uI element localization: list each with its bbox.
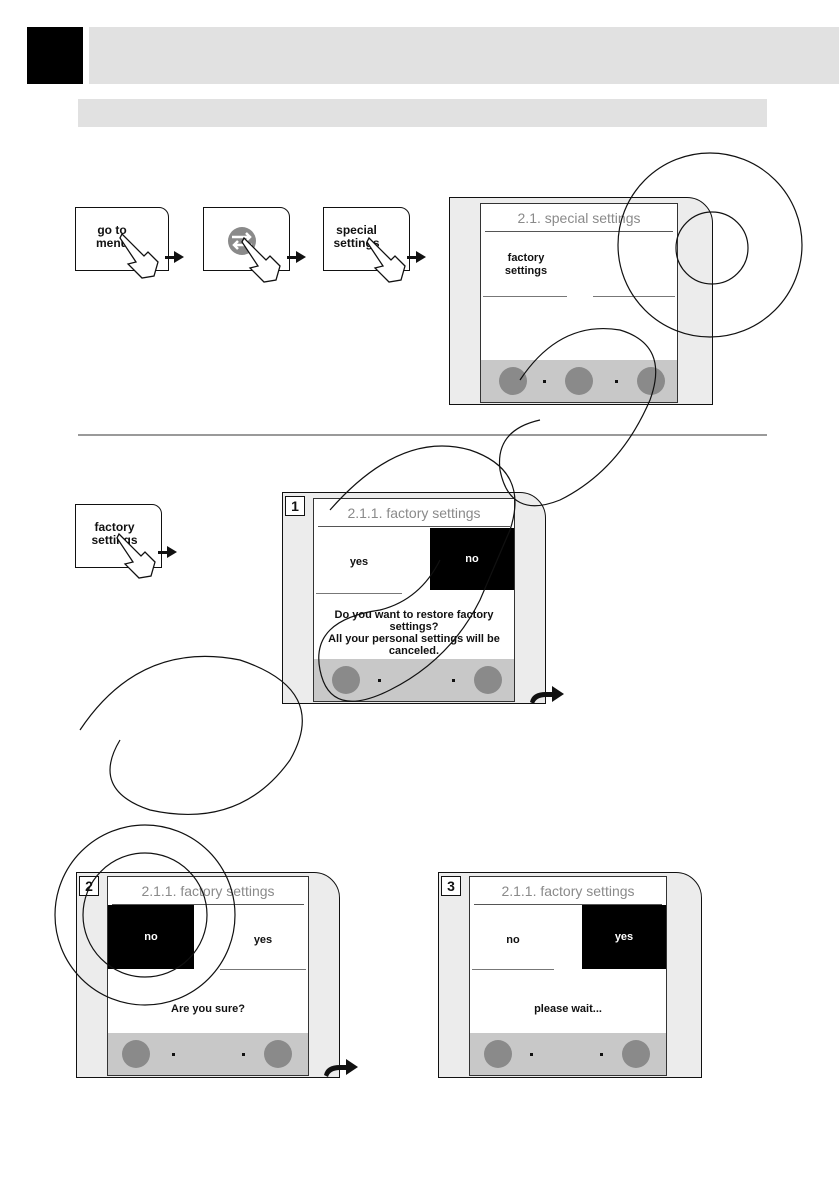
dot (530, 1053, 533, 1056)
confirm-screen: 2.1.1. factory settings no yes Are you s… (107, 876, 309, 1076)
dot (543, 380, 546, 383)
arrow-right-icon (167, 546, 177, 558)
screen-title: 2.1.1. factory settings (141, 883, 275, 899)
confirmation-message: Do you want to restore factory settings?… (328, 609, 500, 657)
hand-pointer-icon (366, 236, 406, 283)
title-divider (112, 904, 304, 905)
dot (378, 679, 381, 682)
confirmation-message: Are you sure? (171, 1003, 245, 1015)
screen-title: 2.1.1. factory settings (347, 505, 481, 521)
yes-option[interactable]: yes (253, 934, 273, 946)
device-frame-step2: 2 2.1.1. factory settings no yes Are you… (76, 872, 340, 1078)
screen-title: 2.1. special settings (517, 210, 641, 226)
yes-option-selected[interactable]: yes (582, 905, 666, 969)
arrow-left-icon[interactable] (622, 1040, 650, 1068)
arrow-left-icon[interactable] (474, 666, 502, 694)
screen-title: 2.1.1. factory settings (501, 883, 635, 899)
chapter-header-bar (89, 27, 839, 84)
double-chevron-left-icon[interactable] (484, 1040, 512, 1068)
yes-option[interactable]: yes (349, 556, 369, 568)
arrow-right-icon (324, 1059, 358, 1077)
special-settings-screen: 2.1. special settings factory settings (480, 203, 678, 403)
settings-key[interactable] (203, 207, 290, 271)
dot (172, 1053, 175, 1056)
swap-arrows-icon[interactable] (565, 367, 593, 395)
no-option[interactable]: no (506, 934, 520, 946)
arrow-shaft (158, 551, 170, 554)
go-to-menu-label: go to menu (95, 223, 128, 250)
arrow-left-icon[interactable] (637, 367, 665, 395)
factory-settings-screen: 2.1.1. factory settings yes no Do you wa… (313, 498, 515, 702)
arrow-shaft (407, 256, 419, 259)
factory-settings-option[interactable]: factory settings (504, 252, 548, 277)
arrow-shaft (165, 256, 177, 259)
no-option-selected[interactable]: no (430, 528, 514, 590)
step-badge: 2 (79, 876, 99, 896)
double-chevron-left-icon[interactable] (122, 1040, 150, 1068)
device-frame-step1: 1 2.1.1. factory settings yes no Do you … (282, 492, 546, 704)
title-divider (318, 526, 510, 527)
hand-pointer-icon (116, 532, 156, 579)
arrow-right-icon (416, 251, 426, 263)
navigation-bar (481, 360, 677, 402)
dot (242, 1053, 245, 1056)
hand-pointer-icon (119, 232, 159, 279)
device-frame-step3: 3 2.1.1. factory settings no yes please … (438, 872, 702, 1078)
title-divider (485, 231, 673, 232)
arrow-right-icon (296, 251, 306, 263)
dot (452, 679, 455, 682)
status-message: please wait... (534, 1003, 602, 1015)
please-wait-screen: 2.1.1. factory settings no yes please wa… (469, 876, 667, 1076)
navigation-bar (314, 659, 514, 701)
arrow-right-icon (174, 251, 184, 263)
option-divider (483, 296, 567, 297)
navigation-bar (108, 1033, 308, 1075)
device-frame: 2.1. special settings factory settings (449, 197, 713, 405)
title-divider (474, 904, 662, 905)
chapter-block (27, 27, 83, 84)
section-header-bar (78, 99, 767, 127)
option-divider (472, 969, 554, 970)
dot (600, 1053, 603, 1056)
dot (615, 380, 618, 383)
step-badge: 3 (441, 876, 461, 896)
arrow-left-icon[interactable] (264, 1040, 292, 1068)
option-divider (316, 593, 402, 594)
section-divider (78, 434, 767, 436)
arrow-right-icon (530, 686, 564, 704)
arrow-shaft (287, 256, 299, 259)
step-badge: 1 (285, 496, 305, 516)
navigation-bar (470, 1033, 666, 1075)
no-option-selected[interactable]: no (108, 905, 194, 969)
option-divider (220, 969, 306, 970)
hand-pointer-icon (241, 236, 281, 283)
double-chevron-left-icon[interactable] (332, 666, 360, 694)
double-chevron-left-icon[interactable] (499, 367, 527, 395)
